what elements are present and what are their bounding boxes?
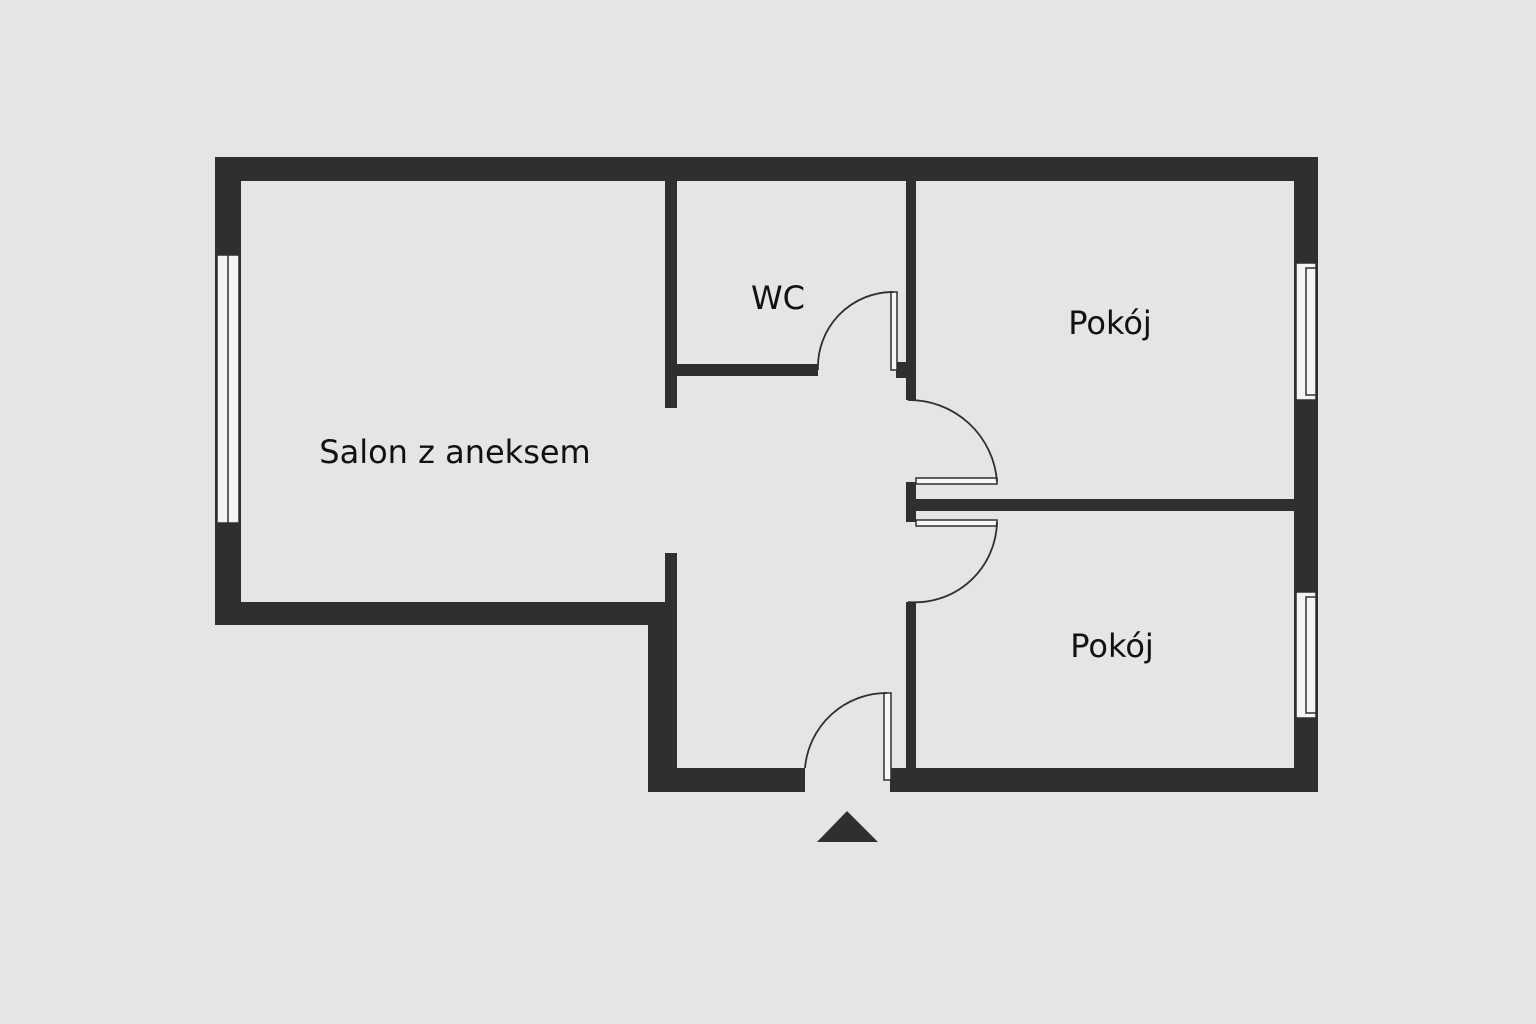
door-wc: [817, 291, 898, 371]
hall-bottom-wall: [648, 768, 805, 792]
walls: [215, 157, 1318, 792]
windows: [216, 254, 1317, 719]
door-entrance: [804, 692, 892, 781]
room-label-room-lower: Pokój: [1070, 627, 1154, 665]
door-room-upper: [907, 399, 998, 485]
wc-bottom-wall: [677, 364, 818, 376]
salon-hall-wall-upper: [665, 181, 677, 408]
top-wall: [215, 157, 1318, 181]
entrance-triangle-icon: [817, 811, 878, 842]
room-label-salon: Salon z aneksem: [319, 433, 590, 471]
wc-door-jamb: [896, 362, 908, 378]
door-room-lower: [907, 519, 998, 604]
bedroom-door-jamb: [906, 482, 916, 522]
room-divider-wall: [916, 499, 1294, 511]
room-label-wc: WC: [751, 279, 805, 317]
salon-bottom-wall: [215, 602, 677, 625]
hall-right-wall-upper: [906, 181, 916, 400]
doors: [804, 291, 998, 781]
window-room-upper: [1295, 262, 1317, 401]
window-room-lower: [1295, 591, 1317, 719]
hall-left-wall: [648, 602, 677, 792]
bottom-right-wall: [890, 768, 1318, 792]
hall-right-wall-lower: [906, 602, 916, 768]
room-label-room-upper: Pokój: [1068, 304, 1152, 342]
window-salon: [216, 254, 240, 524]
salon-hall-wall-lower: [665, 553, 677, 613]
